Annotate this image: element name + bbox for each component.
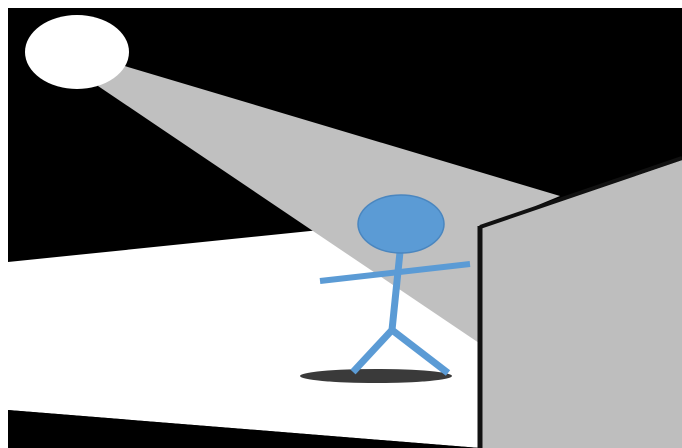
frame-margin-left [0, 0, 8, 448]
frame-margin-top [0, 0, 682, 8]
light-source-circle [25, 15, 129, 89]
figure-shadow [300, 369, 452, 383]
figure-head [358, 195, 444, 253]
